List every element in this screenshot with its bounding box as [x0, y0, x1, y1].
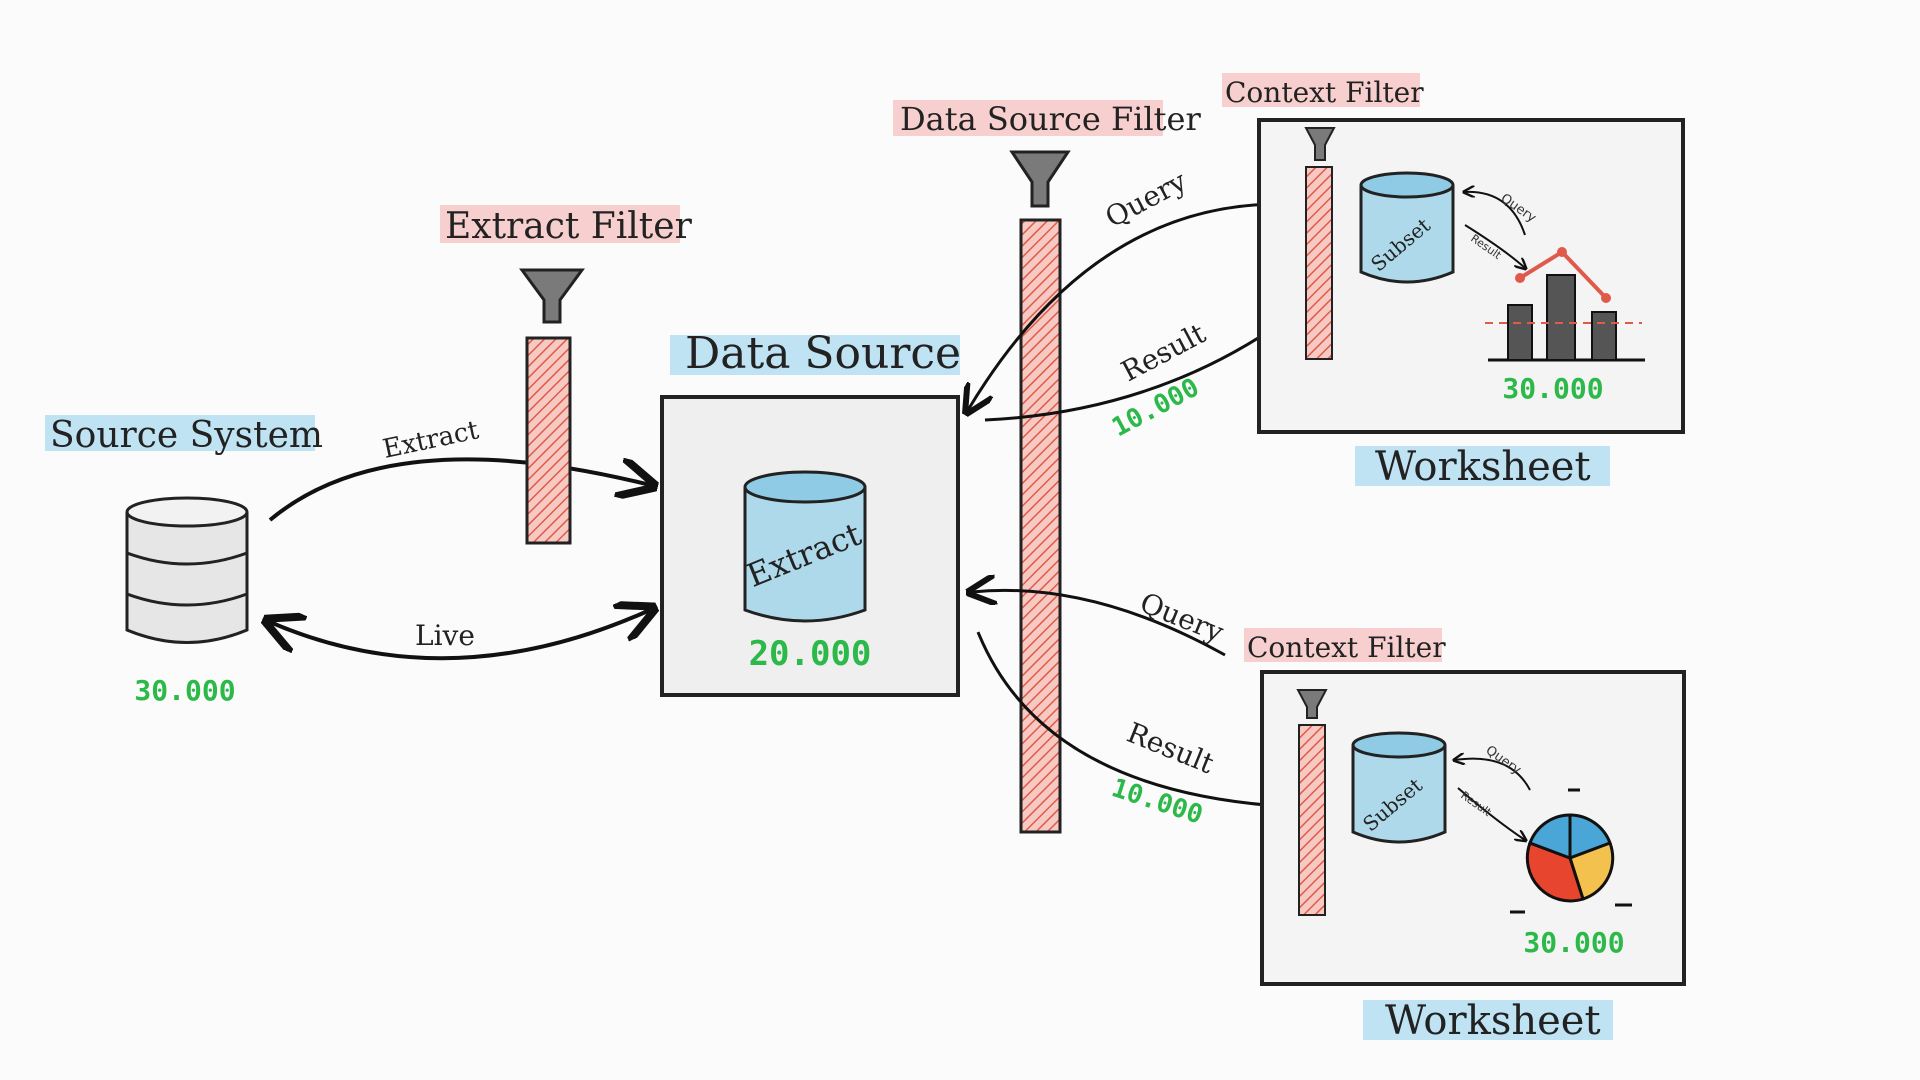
- worksheet-bottom: Context Filter Subset Query Result 30.00…: [1244, 628, 1686, 1044]
- funnel-icon: [1296, 689, 1328, 719]
- top-query-arrow: [968, 202, 1306, 410]
- live-connection-label: Live: [415, 619, 475, 652]
- bottom-inner-arrows: [1455, 759, 1531, 840]
- data-source-filter-label: Data Source Filter: [900, 100, 1201, 138]
- extract-filter-label: Extract Filter: [445, 206, 693, 247]
- extract-filter-bar: [525, 336, 572, 545]
- bottom-result-count: 10.000: [1108, 773, 1207, 831]
- live-arrow: [270, 610, 650, 661]
- funnel-icon: [519, 268, 585, 324]
- pie-chart-icon: [1510, 788, 1632, 914]
- top-worksheet-highlight: [1355, 446, 1610, 486]
- bottom-query-label: Query: [1135, 586, 1228, 649]
- bottom-context-filter-highlight: [1244, 628, 1442, 662]
- bottom-worksheet-label: Worksheet: [1385, 998, 1601, 1044]
- bottom-query-arrow: [972, 590, 1226, 657]
- top-context-filter-highlight: [1222, 73, 1420, 107]
- database-icon: [125, 496, 249, 644]
- data-source-filter-bar: [1019, 218, 1062, 834]
- source-system: Source System 30.000: [45, 415, 323, 707]
- bottom-worksheet-highlight: [1363, 1000, 1613, 1040]
- data-source-count: 20.000: [749, 634, 872, 674]
- top-inner-arrows: [1465, 192, 1525, 268]
- top-worksheet-label: Worksheet: [1375, 444, 1591, 490]
- data-source-label: Data Source: [685, 328, 961, 379]
- extract-arrow: [268, 457, 650, 522]
- worksheet-top: Context Filter Subset Query Result 30.00…: [1222, 73, 1685, 490]
- top-context-filter-bar: [1305, 166, 1333, 360]
- bottom-result-label: Result: [1122, 716, 1219, 781]
- bar-chart-icon: [1485, 247, 1645, 362]
- bottom-chart-count: 30.000: [1523, 926, 1624, 959]
- bottom-worksheet-box: [1260, 670, 1686, 986]
- funnel-icon: [1009, 150, 1071, 208]
- source-system-label: Source System: [50, 415, 323, 456]
- source-system-count: 30.000: [134, 674, 235, 707]
- source-system-highlight: [45, 415, 315, 451]
- extract-cylinder-icon: [743, 470, 867, 623]
- bottom-context-filter-label: Context Filter: [1247, 631, 1446, 664]
- bottom-context-filter-bar: [1298, 724, 1326, 916]
- top-chart-count: 30.000: [1502, 372, 1603, 405]
- data-source: Data Source Extract 20.000: [660, 328, 961, 697]
- top-context-filter-label: Context Filter: [1225, 76, 1424, 109]
- connection-arrows: [268, 457, 650, 661]
- top-result-count: 10.000: [1107, 373, 1204, 444]
- subset-cylinder-icon: [1359, 171, 1455, 284]
- extract-filter-highlight: [440, 205, 680, 243]
- data-source-filter: Data Source Filter: [893, 100, 1201, 834]
- data-source-highlight: [670, 335, 960, 375]
- extract-filter: Extract Filter: [440, 205, 693, 545]
- top-query-label: Query: [1100, 164, 1192, 234]
- top-result-label: Result: [1116, 316, 1212, 388]
- subset-cylinder-icon: [1351, 731, 1447, 844]
- funnel-icon: [1304, 127, 1336, 161]
- data-source-filter-highlight: [893, 100, 1163, 136]
